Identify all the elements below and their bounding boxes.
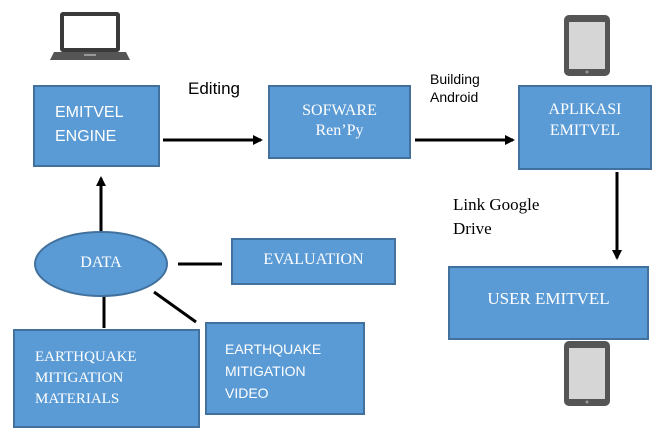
tablet-icon: [564, 341, 610, 406]
data-node-label: DATA: [80, 254, 122, 271]
earthquake-video-box: EARTHQUAKE MITIGATION VIDEO: [205, 322, 365, 415]
link-google-drive-label: Link Google Drive: [453, 193, 539, 241]
earthquake-materials-line1: EARTHQUAKE: [35, 349, 137, 365]
earthquake-materials-line3: MATERIALS: [35, 391, 120, 407]
software-renpy-line1: SOFWARE: [302, 102, 377, 119]
emitvel-engine-line2: ENGINE: [55, 128, 117, 145]
tablet-icon: [564, 15, 610, 76]
editing-label: Editing: [188, 79, 240, 98]
aplikasi-emitvel-line1: APLIKASI: [548, 101, 622, 118]
connector-data-video: [153, 290, 197, 324]
laptop-icon: [50, 12, 130, 60]
software-renpy-box: SOFWARE Ren’Py: [268, 85, 411, 159]
data-node-shape: [34, 231, 168, 297]
emitvel-engine-line1: EMITVEL: [55, 104, 124, 121]
aplikasi-emitvel-box: APLIKASI EMITVEL: [518, 85, 652, 170]
building-android-line1: Building: [430, 71, 480, 87]
user-emitvel-box: USER EMITVEL: [448, 266, 649, 340]
earthquake-video-line2: MITIGATION: [225, 363, 306, 379]
earthquake-video-line3: VIDEO: [225, 385, 269, 401]
building-android-line2: Android: [430, 89, 479, 105]
building-android-label: Building Android: [430, 70, 480, 106]
link-google-drive-line2: Drive: [453, 219, 492, 238]
earthquake-materials-line2: MITIGATION: [35, 370, 124, 386]
aplikasi-emitvel-line2: EMITVEL: [549, 122, 621, 139]
earthquake-video-line1: EARTHQUAKE: [225, 341, 322, 357]
link-google-drive-line1: Link Google: [453, 195, 540, 214]
earthquake-materials-box: EARTHQUAKE MITIGATION MATERIALS: [13, 329, 200, 428]
emitvel-engine-box: EMITVEL ENGINE: [33, 85, 160, 167]
software-renpy-line2: Ren’Py: [315, 122, 364, 139]
evaluation-box: EVALUATION: [231, 238, 396, 285]
